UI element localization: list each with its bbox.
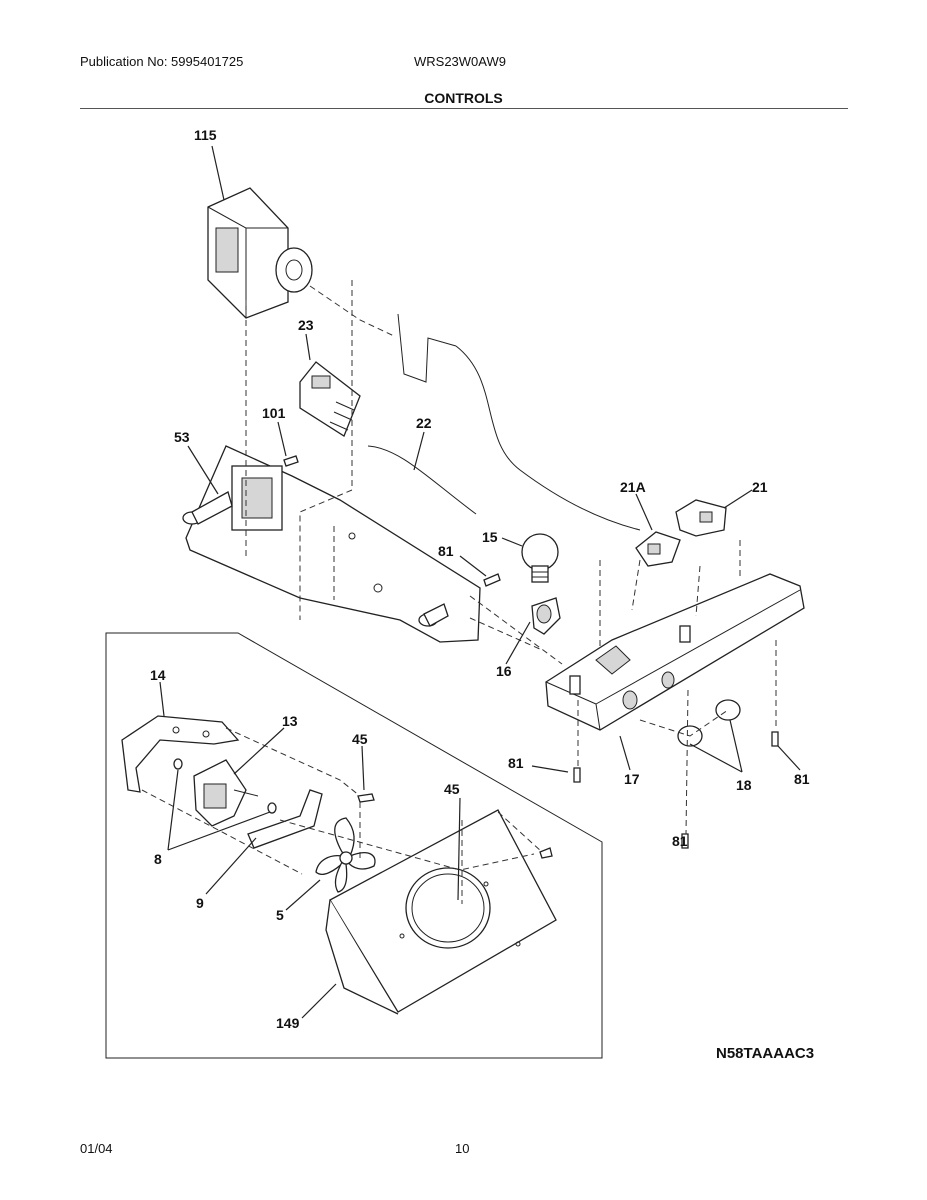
callout-5: 5 [276,907,284,923]
part-8-grommets [173,758,277,814]
part-13-fan-motor [193,759,259,827]
callout-53: 53 [174,429,190,445]
drawing-code: N58TAAAAC3 [716,1045,814,1062]
part-17-control-housing [545,573,805,731]
model-number: WRS23W0AW9 [414,54,506,69]
part-23-control-board [299,361,361,437]
callout-81-right: 81 [794,771,810,787]
callout-81-left: 81 [508,755,524,771]
callout-115: 115 [194,127,217,143]
part-81-screws-lower [573,731,779,849]
callout-101: 101 [262,405,286,421]
part-16-lamp-socket [531,597,561,635]
callout-16: 16 [496,663,512,679]
callout-14: 14 [150,667,166,683]
callout-9: 9 [196,895,204,911]
callout-45-lower: 45 [444,781,460,797]
callout-18: 18 [736,777,752,793]
part-81-screw-upper [483,573,501,587]
callout-17: 17 [624,771,640,787]
part-149-fan-shroud [325,809,557,1015]
section-title: CONTROLS [424,90,503,106]
part-22-sensor-tube [367,313,641,531]
callout-22: 22 [416,415,432,431]
publication-number: Publication No: 5995401725 [80,54,244,69]
part-21a-switch [635,531,681,567]
callout-81-bottom: 81 [672,833,688,849]
part-53-evaporator-cover-bracket [182,445,481,643]
assembly-guide-lines [141,280,777,904]
callout-45-upper: 45 [352,731,368,747]
part-115-control-housing [207,187,313,319]
part-15-light-bulb [521,533,559,583]
fan-assembly-inset-border [105,632,603,1059]
callout-13: 13 [282,713,298,729]
part-9-motor-mount [247,789,323,849]
callout-23: 23 [298,317,314,333]
part-101-screw [283,455,299,467]
callout-leader-lines [159,145,801,1019]
header-divider [80,108,848,109]
part-21-switch [675,499,727,537]
part-5-fan-blade [315,817,376,893]
callout-8: 8 [154,851,162,867]
page-number: 10 [455,1141,470,1156]
callout-labels: 115 23 101 53 22 21A 21 15 81 16 14 13 4… [150,127,810,1031]
callout-15: 15 [482,529,498,545]
callout-149: 149 [276,1015,300,1031]
footer-date: 01/04 [80,1141,113,1156]
part-14-motor-bracket [121,715,240,793]
callout-81-upper: 81 [438,543,454,559]
callout-21a: 21A [620,479,646,495]
callout-21: 21 [752,479,768,495]
